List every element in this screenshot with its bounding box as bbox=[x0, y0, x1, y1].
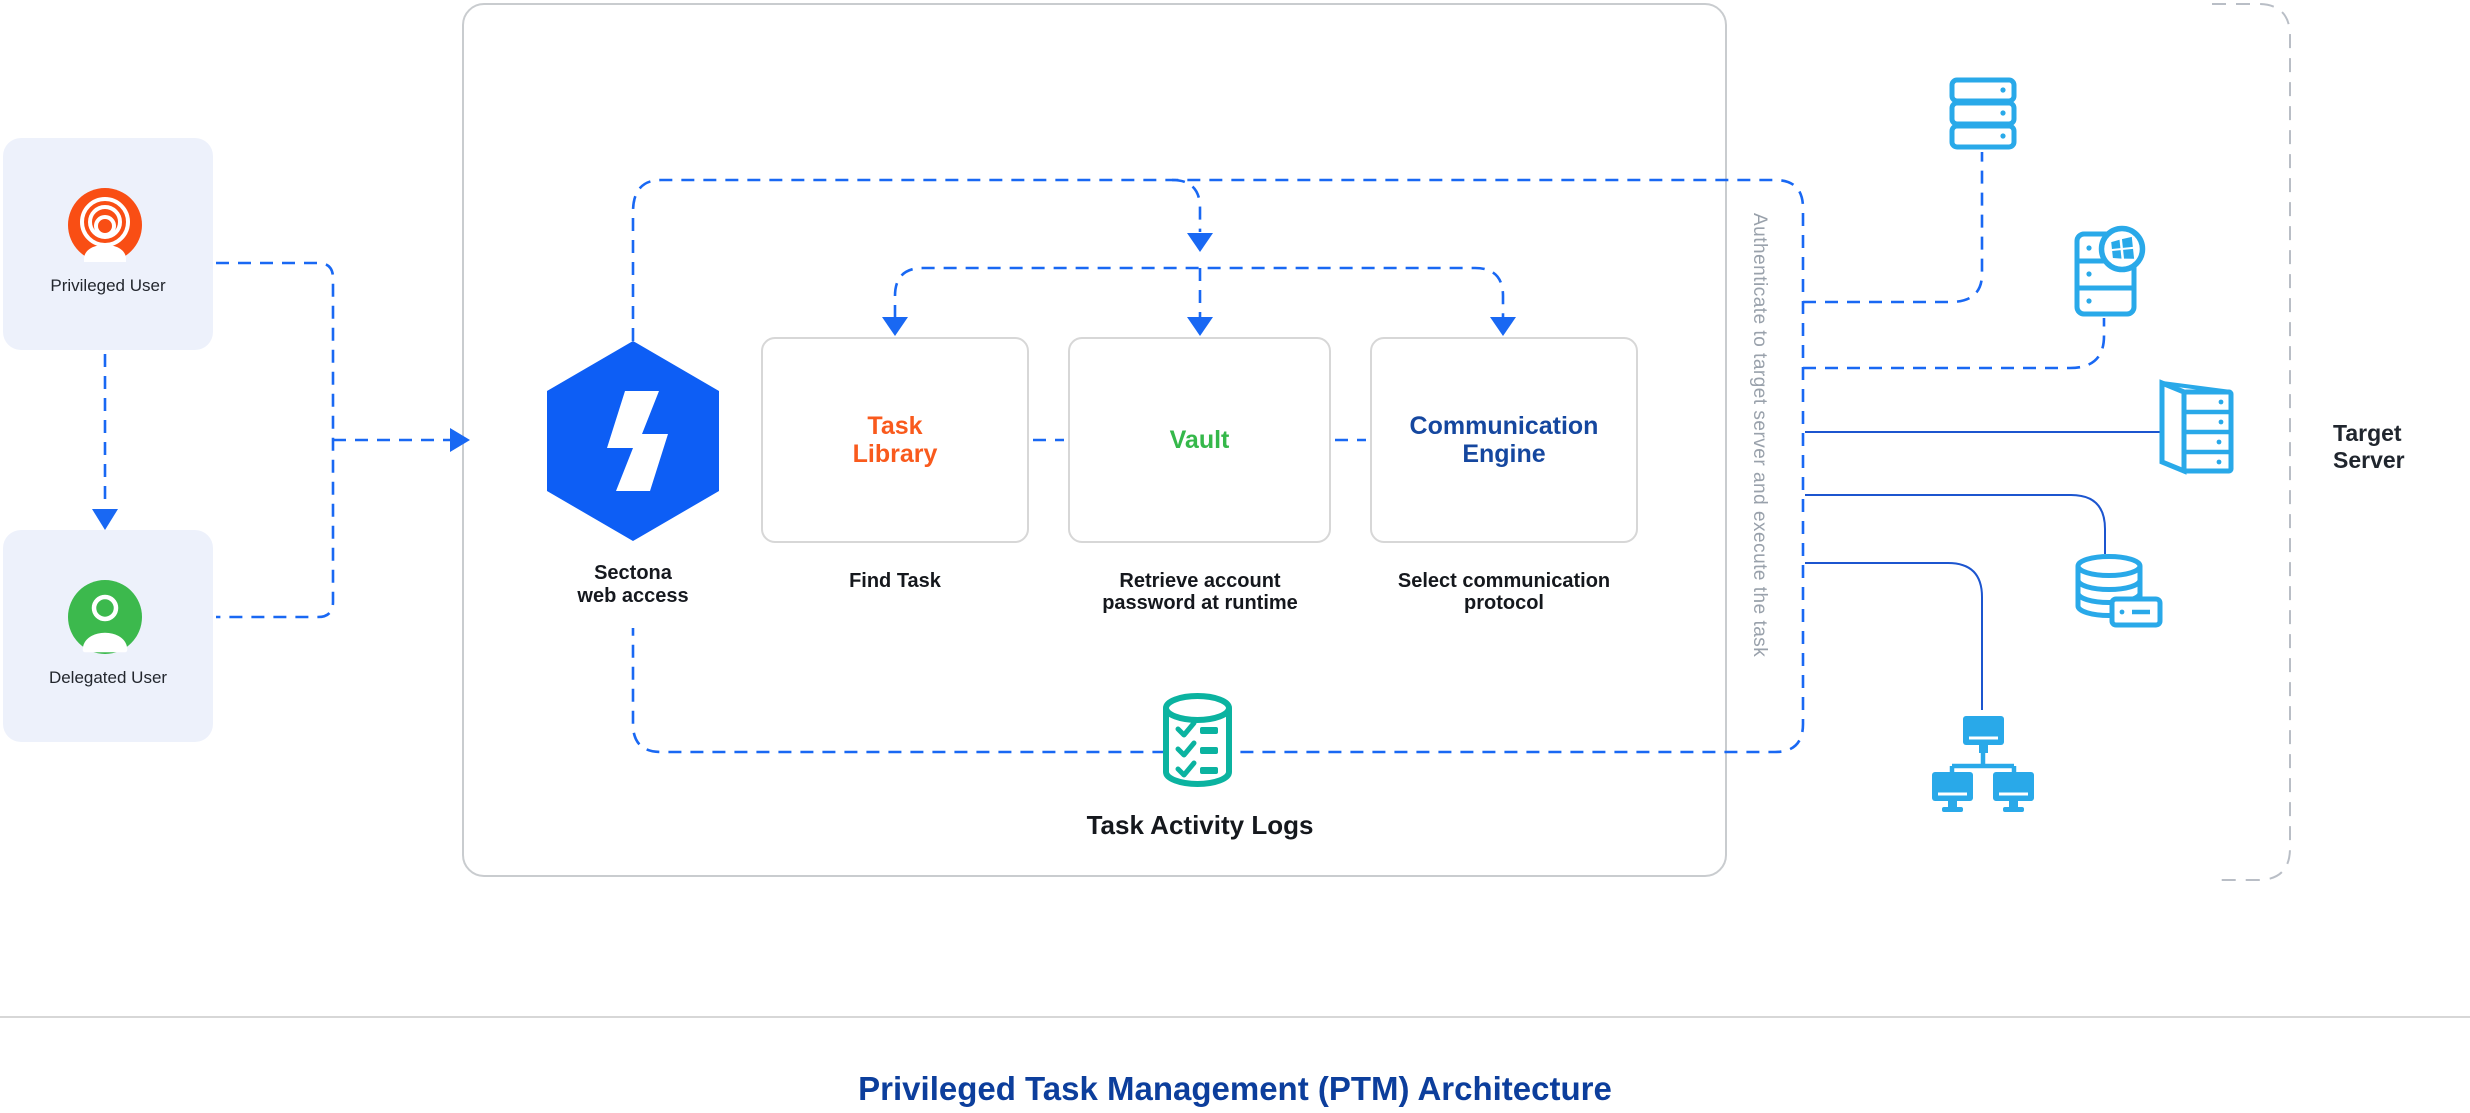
task-library-title: Task Library bbox=[852, 412, 938, 468]
delegated-user-card bbox=[3, 530, 213, 742]
diagram-title: Privileged Task Management (PTM) Archite… bbox=[858, 1070, 1612, 1107]
target-server-zone bbox=[2212, 3, 2291, 881]
task-library-box: Task Library bbox=[761, 337, 1029, 543]
sectona-web-access-label: Sectona web access bbox=[577, 562, 689, 607]
communication-engine-title: Communication Engine bbox=[1409, 412, 1599, 468]
arrowhead-delegated-user bbox=[92, 509, 118, 530]
communication-engine-caption: Select communication protocol bbox=[1397, 570, 1611, 614]
task-activity-logs-label: Task Activity Logs bbox=[1086, 810, 1314, 840]
vault-caption: Retrieve account password at runtime bbox=[1102, 570, 1298, 614]
rack-server-icon bbox=[1949, 77, 2017, 150]
workstation-network-icon bbox=[1932, 716, 2034, 812]
delegated-user-label: Delegated User bbox=[48, 668, 168, 687]
authenticate-note: Authenticate to target server and execut… bbox=[1749, 213, 1770, 658]
connector-workstations bbox=[1805, 562, 1983, 710]
connector-users-spine bbox=[216, 261, 335, 619]
connector-database-server bbox=[1805, 494, 2106, 554]
vault-box: Vault bbox=[1068, 337, 1331, 543]
vault-title: Vault bbox=[1169, 426, 1230, 454]
target-server-label: Target Server bbox=[2333, 420, 2405, 473]
find-task-caption: Find Task bbox=[849, 570, 941, 592]
windows-logo-icon bbox=[2111, 236, 2135, 259]
connector-windows-server bbox=[1803, 318, 2106, 370]
communication-engine-box: Communication Engine bbox=[1370, 337, 1638, 543]
database-server-icon bbox=[2075, 554, 2163, 628]
connector-rack-server bbox=[1803, 152, 1984, 304]
target-server-icon bbox=[2159, 379, 2234, 475]
privileged-user-card bbox=[3, 138, 213, 350]
windows-server-icon bbox=[2074, 225, 2146, 317]
footer-divider bbox=[0, 1016, 2470, 1018]
privileged-user-label: Privileged User bbox=[50, 276, 166, 295]
